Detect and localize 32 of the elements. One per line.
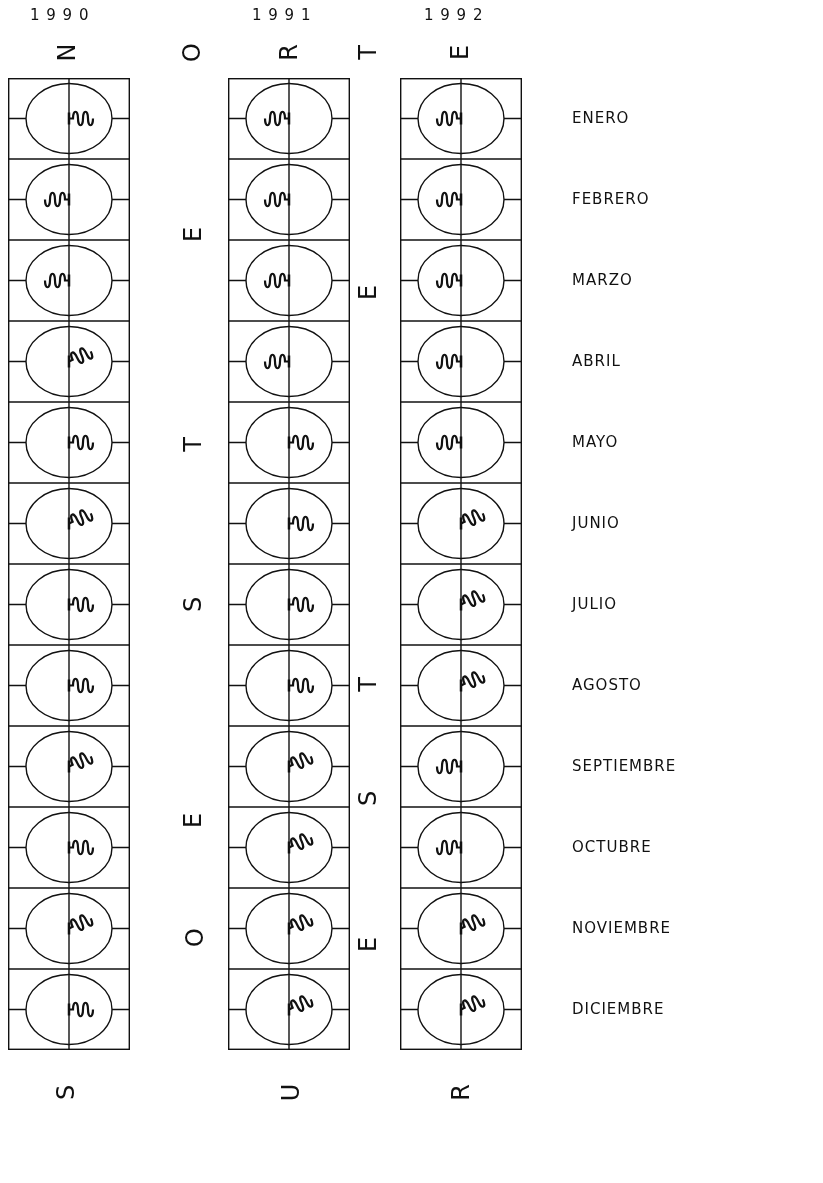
year-label: 1 9 9 2 xyxy=(424,8,484,23)
compass-letter: N xyxy=(55,42,80,62)
year-label: 1 9 9 1 xyxy=(252,8,312,23)
compass-letter: E xyxy=(181,811,206,829)
compass-letter: E xyxy=(356,283,381,301)
compass-letter: U xyxy=(279,1082,304,1102)
compass-letter: O xyxy=(179,42,204,62)
compass-letter: R xyxy=(448,1083,473,1101)
compass-letter: E xyxy=(356,935,381,953)
month-label: JULIO xyxy=(572,596,617,612)
compass-letter: T xyxy=(355,676,380,692)
year-label: 1 9 9 0 xyxy=(30,8,90,23)
compass-letter: S xyxy=(356,789,381,807)
month-label: FEBRERO xyxy=(572,191,650,207)
month-label: ENERO xyxy=(572,110,630,126)
compass-letter: E xyxy=(448,43,473,61)
compass-letter: S xyxy=(54,1083,79,1101)
month-label: NOVIEMBRE xyxy=(572,920,672,936)
month-label: SEPTIEMBRE xyxy=(572,758,677,774)
compass-letter: T xyxy=(355,44,380,60)
month-label: JUNIO xyxy=(572,515,620,531)
compass-letter: R xyxy=(276,43,301,61)
month-label: AGOSTO xyxy=(572,677,642,693)
compass-letter: S xyxy=(181,595,206,613)
compass-letter: T xyxy=(180,436,205,452)
compass-letter: O xyxy=(182,927,207,947)
month-label: DICIEMBRE xyxy=(572,1001,665,1017)
month-label: ABRIL xyxy=(572,353,621,369)
month-label: MAYO xyxy=(572,434,619,450)
month-label: OCTUBRE xyxy=(572,839,652,855)
compass-letter: E xyxy=(181,225,206,243)
month-label: MARZO xyxy=(572,272,633,288)
